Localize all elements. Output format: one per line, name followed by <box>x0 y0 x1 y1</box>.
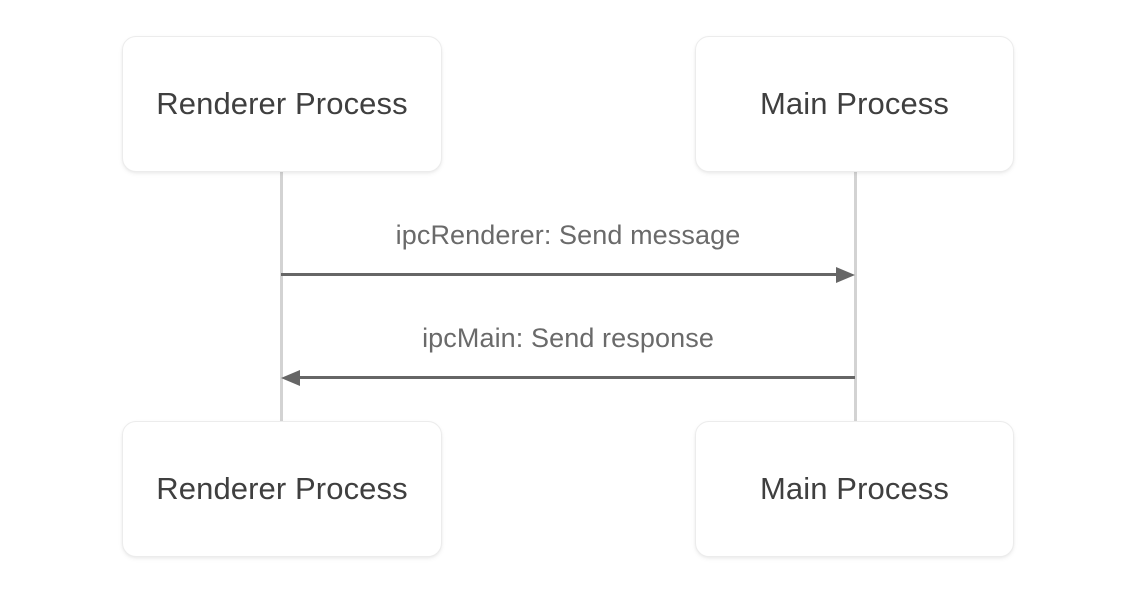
participant-label-main-bottom: Main Process <box>760 471 949 506</box>
message-2-line <box>299 376 855 379</box>
lifeline-main <box>854 160 857 432</box>
arrowhead-right-icon <box>836 267 855 283</box>
participant-box-main-top[interactable]: Main Process <box>695 36 1014 172</box>
participant-box-renderer-top[interactable]: Renderer Process <box>122 36 442 172</box>
participant-box-main-bottom[interactable]: Main Process <box>695 421 1014 557</box>
message-1-label: ipcRenderer: Send message <box>395 220 741 250</box>
arrowhead-left-icon <box>281 370 300 386</box>
participant-label-renderer-top: Renderer Process <box>156 86 408 121</box>
message-2-label: ipcMain: Send response <box>422 323 714 353</box>
participant-label-renderer-bottom: Renderer Process <box>156 471 408 506</box>
lifeline-renderer <box>280 160 283 432</box>
message-1-line <box>281 273 837 276</box>
participant-box-renderer-bottom[interactable]: Renderer Process <box>122 421 442 557</box>
participant-label-main-top: Main Process <box>760 86 949 121</box>
